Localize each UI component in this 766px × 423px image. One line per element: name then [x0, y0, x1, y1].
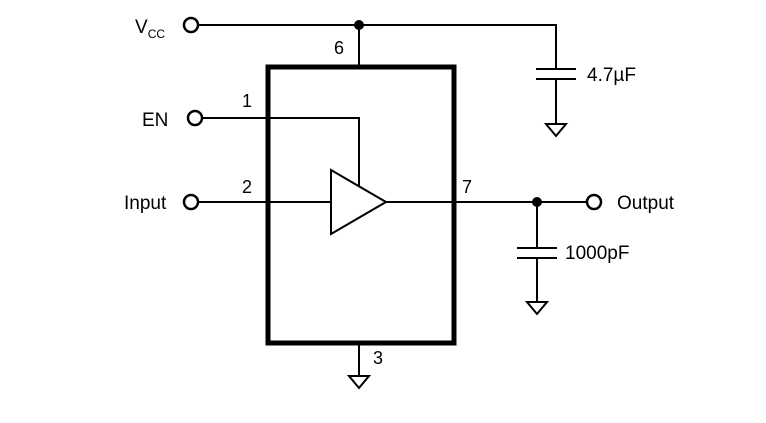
vcc-junction-dot [354, 20, 364, 30]
pin-2-label: 2 [242, 177, 252, 197]
ic-ground-symbol [346, 375, 372, 390]
vcc-label: VCC [135, 17, 165, 41]
supply-cap-label: 4.7µF [587, 65, 636, 86]
ic-body [265, 64, 457, 346]
output-label: Output [617, 193, 675, 214]
output-capacitor [517, 201, 557, 303]
en-terminal [186, 109, 204, 127]
vcc-terminal [182, 16, 200, 34]
buffer-amplifier [330, 168, 388, 236]
pin-1-label: 1 [242, 91, 252, 111]
supply-capacitor [536, 24, 576, 125]
input-terminal [182, 193, 200, 211]
en-label: EN [142, 110, 168, 131]
pin-3-label: 3 [373, 348, 383, 368]
output-ground-symbol [524, 301, 550, 316]
pin-6-label: 6 [334, 38, 344, 58]
output-cap-label: 1000pF [565, 243, 629, 264]
output-terminal [585, 193, 603, 211]
input-label: Input [124, 193, 167, 214]
pin-7-label: 7 [462, 177, 472, 197]
supply-ground-symbol [543, 123, 569, 138]
en-wire [202, 117, 360, 186]
